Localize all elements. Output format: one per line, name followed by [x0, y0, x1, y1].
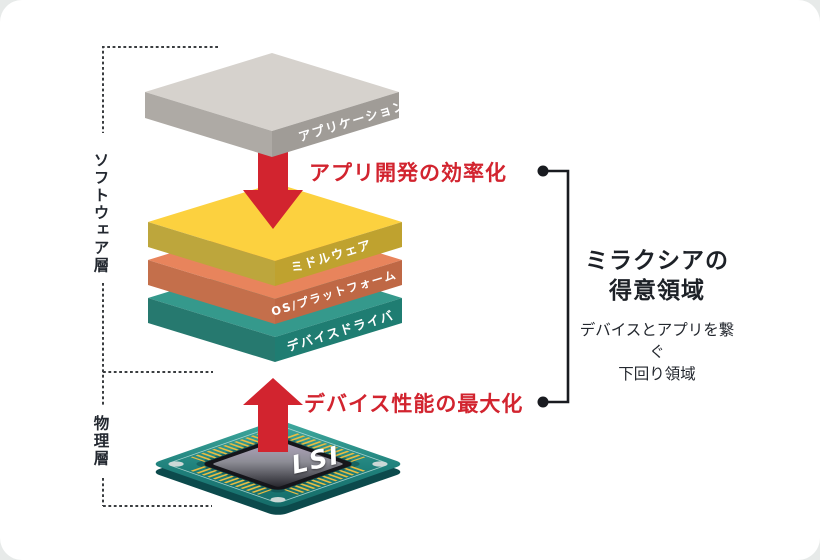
arrow-down-icon: [243, 140, 303, 229]
right-panel: ミラクシアの 得意領域 デバイスとアプリを繋ぐ 下回り領域: [576, 246, 738, 385]
right-panel-subtitle-line2: 下回り領域: [618, 365, 696, 383]
right-panel-title-line2: 得意領域: [609, 278, 705, 304]
right-panel-subtitle-line1: デバイスとアプリを繋ぐ: [579, 321, 735, 361]
device-performance-label: デバイス性能の最大化: [304, 392, 524, 416]
software-layer-label: ソフトウェア層: [91, 152, 110, 275]
lsi-chip: [155, 421, 401, 515]
physical-layer-dashed-bracket: [102, 478, 212, 507]
bracket-dot-top: [537, 165, 549, 177]
application-layer: [145, 53, 399, 157]
chip-pins: [190, 433, 366, 495]
physical-layer-label: 物理層: [91, 415, 110, 468]
right-bracket: [537, 165, 570, 408]
arrow-up-icon: [243, 378, 303, 452]
bracket-dot-bottom: [537, 396, 549, 408]
app-dev-efficiency-label: アプリ開発の効率化: [309, 161, 507, 185]
right-panel-title-line1: ミラクシアの: [585, 248, 729, 274]
software-layer-dashed-bracket: [102, 46, 218, 406]
